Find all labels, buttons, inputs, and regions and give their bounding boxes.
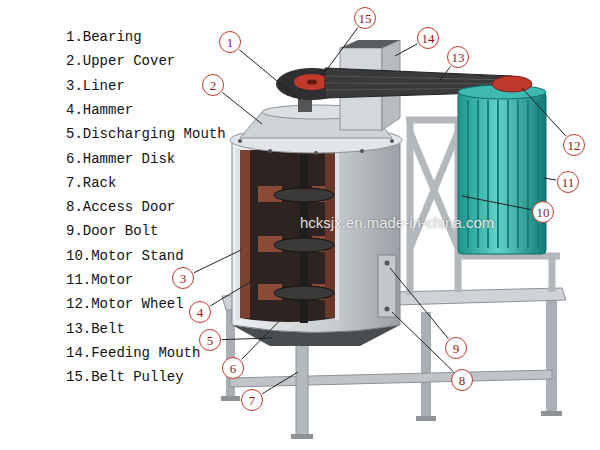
leader-line: [241, 298, 302, 359]
callout-number: 10: [532, 201, 554, 223]
rack-frame: [421, 312, 431, 420]
watermark: hcksjx.en.made-in-china.com: [300, 214, 494, 232]
callout-number: 4: [189, 301, 211, 323]
belt-pulley: [307, 80, 317, 85]
motor: [507, 100, 509, 248]
upper-cover: [298, 98, 312, 112]
crusher-body: [335, 148, 339, 320]
part-list-item: 1.Bearing: [66, 29, 142, 46]
leader-line: [194, 250, 241, 273]
callout-number: 15: [354, 7, 376, 29]
crusher-body: [390, 139, 394, 143]
motor: [492, 76, 532, 92]
callout-number: 7: [249, 394, 256, 407]
rack-frame: [541, 411, 562, 416]
callout-number: 8: [451, 369, 473, 391]
crusher-body: [268, 149, 272, 153]
rack-frame: [546, 296, 557, 415]
callout-number: 2: [210, 79, 217, 92]
crusher-body: [274, 238, 334, 252]
crusher-body: [274, 188, 334, 202]
crusher-body: [232, 140, 400, 333]
crusher-body: [236, 148, 240, 320]
callout-number: 8: [459, 374, 466, 387]
motor: [537, 100, 539, 248]
crusher-body: [274, 286, 334, 300]
crusher-body: [360, 149, 364, 153]
part-list-item: 12.Motor Wheel: [66, 296, 184, 313]
part-list-item: 11.Motor: [66, 272, 133, 289]
leader-line: [239, 50, 300, 100]
part-list-item: 6.Hammer Disk: [66, 151, 175, 168]
callout-number: 6: [222, 357, 244, 379]
leader-line: [210, 275, 262, 306]
part-list-item: 4.Hammer: [66, 102, 133, 119]
part-list-item: 8.Access Door: [66, 199, 175, 216]
callout-number: 5: [199, 329, 221, 351]
part-list-item: 14.Feeding Mouth: [66, 345, 200, 362]
callout-number: 7: [241, 389, 263, 411]
callout-number: 6: [230, 362, 237, 375]
leader-line: [462, 196, 531, 210]
belt: [325, 83, 512, 84]
leader-line: [322, 28, 358, 76]
leader-line: [440, 66, 451, 80]
part-list-item: 15.Belt Pulley: [66, 369, 184, 386]
callout-number: 11: [557, 171, 579, 193]
part-list-item: 9.Door Bolt: [66, 223, 158, 240]
motor: [517, 100, 519, 248]
callout-number: 12: [563, 134, 585, 156]
belt: [325, 76, 512, 80]
motor-stand: [406, 117, 462, 124]
crusher-body: [385, 261, 390, 266]
crusher-body: [240, 150, 335, 322]
crusher-body: [314, 151, 318, 155]
callout-number: 12: [568, 139, 581, 152]
callout-number: 13: [447, 46, 469, 68]
crusher-body: [238, 139, 242, 143]
part-list-item: 10.Motor Stand: [66, 248, 184, 265]
part-list-item: 2.Upper Cover: [66, 53, 175, 70]
callout-number: 3: [172, 267, 194, 289]
callout-number: 9: [453, 342, 460, 355]
motor-stand: [549, 256, 556, 292]
leader-line: [392, 312, 453, 372]
callout-number: 1: [219, 31, 241, 53]
leader-line: [544, 178, 556, 180]
callout-number: 10: [537, 206, 550, 219]
leader-line: [395, 44, 417, 56]
crusher-body: [240, 150, 250, 318]
leader-line: [522, 88, 566, 136]
feeding-mouth: [340, 40, 400, 48]
callout-number: 5: [207, 334, 214, 347]
callout-number: 13: [452, 51, 465, 64]
callout-number: 9: [445, 337, 467, 359]
crusher-body: [378, 255, 396, 317]
callout-number: 4: [197, 306, 204, 319]
leader-line: [222, 92, 262, 124]
rack-frame: [416, 416, 436, 421]
leader-line: [222, 338, 272, 340]
callout-number: 2: [202, 74, 224, 96]
leader-line: [262, 372, 298, 394]
motor: [527, 100, 529, 248]
part-list-item: 13.Belt: [66, 321, 125, 338]
part-list-item: 3.Liner: [66, 78, 125, 95]
callout-number: 11: [562, 176, 575, 189]
motor: [497, 100, 499, 248]
callout-number: 15: [359, 12, 372, 25]
part-list-item: 5.Discharging Mouth: [66, 126, 226, 143]
rack-frame: [291, 434, 313, 439]
part-list-item: 7.Rack: [66, 175, 116, 192]
callout-number: 1: [227, 36, 234, 49]
crusher-body: [385, 307, 390, 312]
leader-line: [390, 268, 448, 339]
callout-number: 14: [422, 32, 435, 45]
crusher-body: [230, 127, 402, 346]
callout-number: 14: [417, 27, 439, 49]
rack-frame: [221, 396, 240, 401]
callout-number: 3: [180, 272, 187, 285]
